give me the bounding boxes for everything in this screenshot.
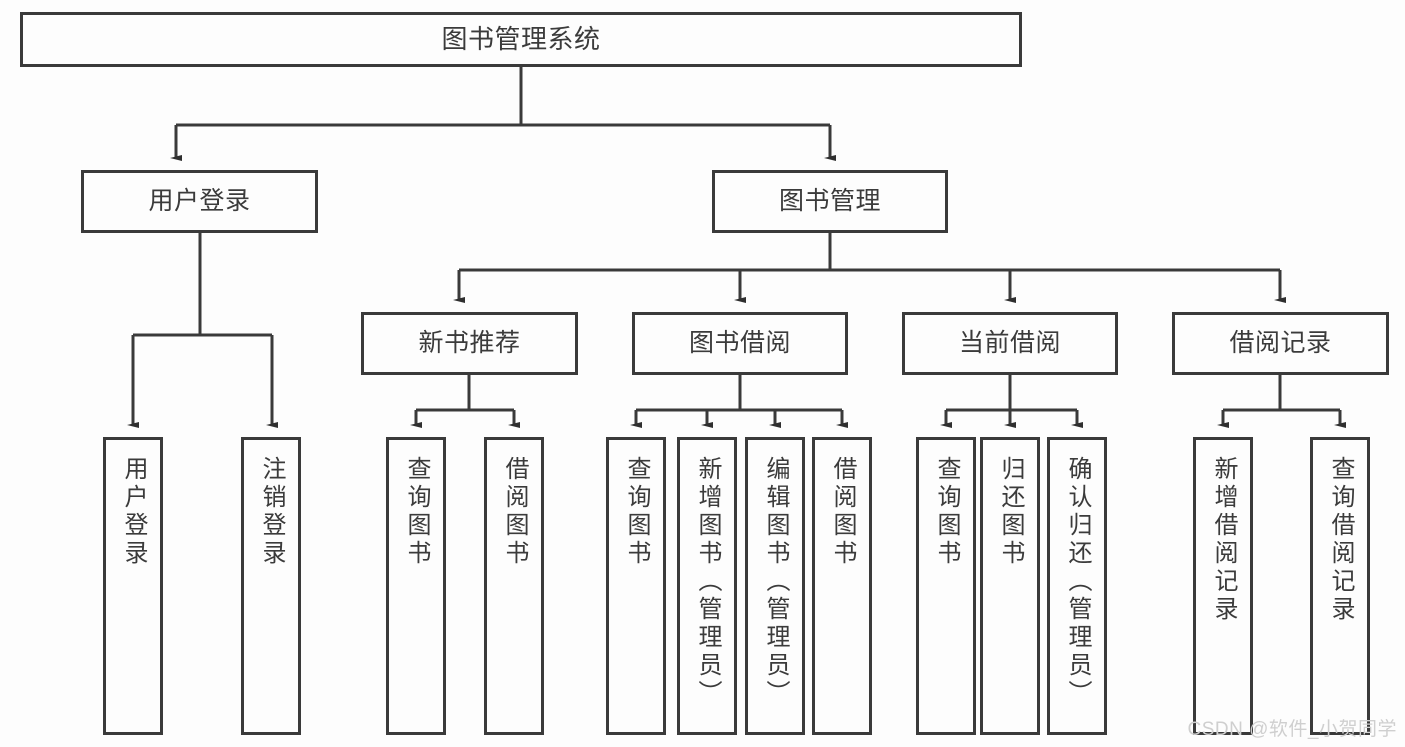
node-book-borrow-label: 图书借阅 <box>688 329 791 357</box>
leaf-label: 用户登录 <box>120 456 147 568</box>
leaf-current-query-book[interactable]: 查询图书 <box>916 437 976 735</box>
leaf-borrow-edit-book-admin[interactable]: 编辑图书（管理员） <box>745 437 805 735</box>
leaf-label: 新增借阅记录 <box>1210 456 1237 624</box>
leaf-label: 借阅图书 <box>829 456 856 568</box>
node-borrow-record-label: 借阅记录 <box>1229 329 1332 357</box>
node-book-management-label: 图书管理 <box>778 187 881 215</box>
node-new-book-recommend-label: 新书推荐 <box>418 329 521 357</box>
leaf-label: 借阅图书 <box>501 456 528 568</box>
leaf-record-add-record[interactable]: 新增借阅记录 <box>1193 437 1253 735</box>
leaf-label: 查询借阅记录 <box>1327 456 1354 624</box>
node-user-login[interactable]: 用户登录 <box>81 170 318 233</box>
leaf-current-return-book[interactable]: 归还图书 <box>980 437 1040 735</box>
node-user-login-label: 用户登录 <box>148 187 251 215</box>
node-current-borrow-label: 当前借阅 <box>958 329 1061 357</box>
leaf-label: 确认归还（管理员） <box>1064 456 1091 708</box>
node-root-label: 图书管理系统 <box>441 24 601 55</box>
leaf-borrow-add-book-admin[interactable]: 新增图书（管理员） <box>677 437 737 735</box>
leaf-recommend-borrow-book[interactable]: 借阅图书 <box>484 437 544 735</box>
leaf-borrow-borrow-book[interactable]: 借阅图书 <box>812 437 872 735</box>
leaf-label: 注销登录 <box>258 456 285 568</box>
leaf-label: 编辑图书（管理员） <box>762 456 789 708</box>
node-new-book-recommend[interactable]: 新书推荐 <box>361 312 578 375</box>
watermark: CSDN @软件_小贺同学 <box>1187 719 1397 740</box>
node-current-borrow[interactable]: 当前借阅 <box>902 312 1118 375</box>
leaf-record-query-record[interactable]: 查询借阅记录 <box>1310 437 1370 735</box>
leaf-label: 归还图书 <box>997 456 1024 568</box>
node-book-borrow[interactable]: 图书借阅 <box>632 312 848 375</box>
leaf-label: 新增图书（管理员） <box>694 456 721 708</box>
leaf-recommend-query-book[interactable]: 查询图书 <box>386 437 446 735</box>
leaf-label: 查询图书 <box>403 456 430 568</box>
leaf-borrow-query-book[interactable]: 查询图书 <box>606 437 666 735</box>
node-root[interactable]: 图书管理系统 <box>20 12 1022 67</box>
leaf-user-login-logout[interactable]: 注销登录 <box>241 437 301 735</box>
leaf-user-login-login[interactable]: 用户登录 <box>103 437 163 735</box>
node-book-management[interactable]: 图书管理 <box>712 170 948 233</box>
leaf-label: 查询图书 <box>933 456 960 568</box>
leaf-current-confirm-return-admin[interactable]: 确认归还（管理员） <box>1047 437 1107 735</box>
node-borrow-record[interactable]: 借阅记录 <box>1172 312 1389 375</box>
leaf-label: 查询图书 <box>623 456 650 568</box>
